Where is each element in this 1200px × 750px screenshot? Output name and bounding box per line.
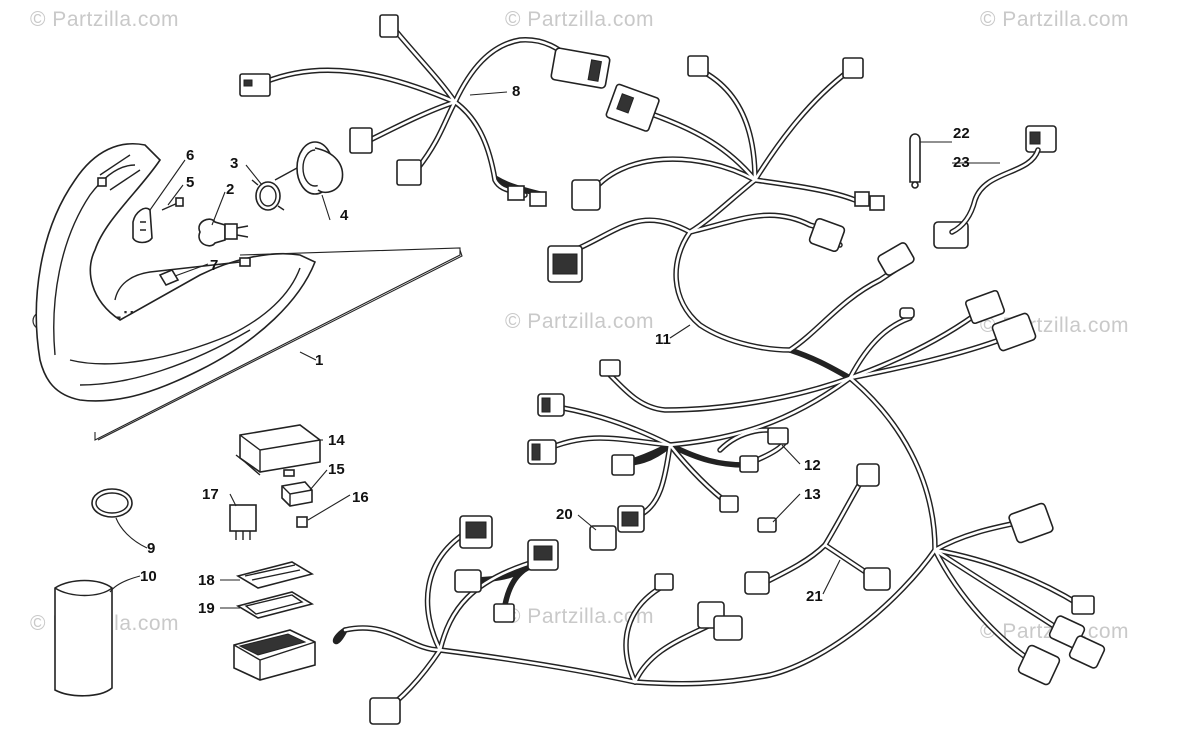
callout-10: 10 — [140, 568, 157, 585]
callout-3: 3 — [230, 155, 239, 172]
cable-clip — [909, 133, 921, 189]
callout-2: 2 — [226, 181, 235, 198]
protective-sleeve — [54, 579, 113, 697]
callout-9: 9 — [147, 540, 156, 557]
callout-5: 5 — [186, 174, 195, 191]
callout-15: 15 — [328, 461, 345, 478]
callout-6: 6 — [186, 147, 195, 164]
callout-21: 21 — [806, 588, 823, 605]
watermark: © Partzilla.com — [505, 310, 655, 333]
watermark: © Partzilla.com — [505, 8, 655, 31]
callout-16: 16 — [352, 489, 369, 506]
callout-1: 1 — [315, 352, 324, 369]
callout-4: 4 — [340, 207, 349, 224]
fuse-cover-gasket — [235, 561, 315, 589]
callout-18: 18 — [198, 572, 215, 589]
screw — [161, 197, 184, 211]
rubber-boot — [274, 141, 344, 195]
callout-17: 17 — [202, 486, 219, 503]
watermark: © Partzilla.com — [505, 605, 655, 628]
relay-large — [229, 504, 257, 540]
clamp-ring — [91, 488, 133, 518]
fuse-box — [235, 424, 321, 477]
headlight-bulb — [198, 218, 249, 247]
fuse — [296, 516, 308, 528]
callout-22: 22 — [953, 125, 970, 142]
callout-7: 7 — [210, 257, 219, 274]
watermark: © Partzilla.com — [980, 8, 1130, 31]
assembly-bracket — [94, 247, 463, 441]
fuse-gasket — [235, 591, 315, 619]
callout-19: 19 — [198, 600, 215, 617]
retaining-ring — [251, 179, 285, 211]
callout-20: 20 — [556, 506, 573, 523]
leader-lines — [109, 91, 1000, 609]
callout-14: 14 — [328, 432, 345, 449]
mount-bracket — [132, 207, 153, 244]
watermark: © Partzilla.com — [30, 8, 180, 31]
wire-clip — [158, 268, 180, 287]
fuse-holder — [233, 629, 316, 681]
connectors — [239, 14, 1106, 725]
callout-13: 13 — [804, 486, 821, 503]
callout-8: 8 — [512, 83, 521, 100]
relay-small — [281, 481, 313, 507]
callout-11: 11 — [655, 331, 671, 348]
callout-12: 12 — [804, 457, 821, 474]
callout-23: 23 — [953, 154, 970, 171]
headlight-housing — [35, 143, 317, 402]
